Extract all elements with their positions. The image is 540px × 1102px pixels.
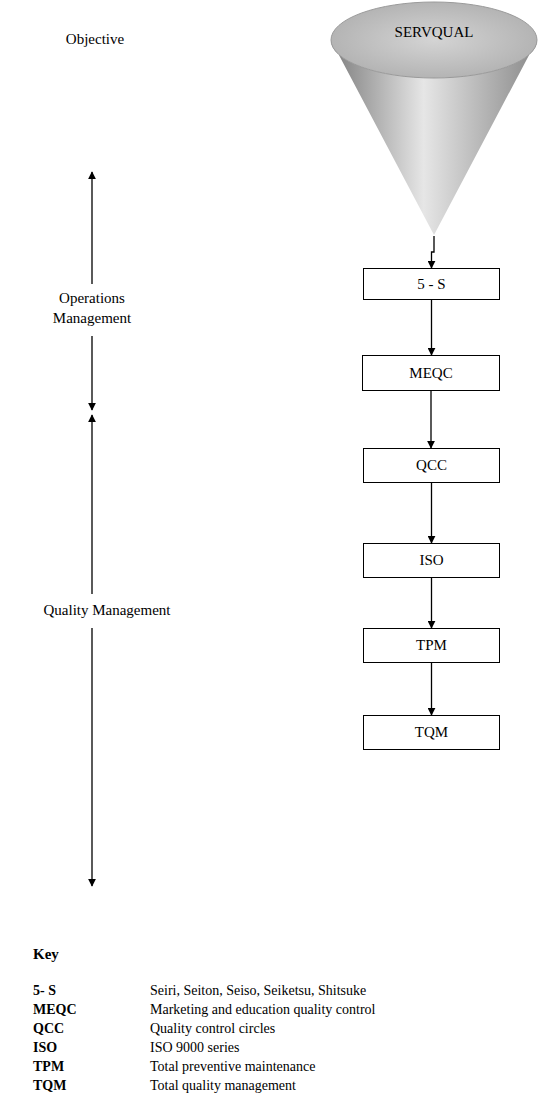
key-description: Marketing and education quality control bbox=[150, 1001, 530, 1019]
process-box: TPM bbox=[363, 628, 500, 663]
axis-label: Objective bbox=[40, 30, 150, 48]
flow-arrow bbox=[431, 300, 432, 355]
axis-label: Operations Management bbox=[32, 288, 152, 328]
process-box: QCC bbox=[363, 448, 500, 483]
key-abbreviation: ISO bbox=[33, 1039, 143, 1057]
range-arrow bbox=[91, 336, 92, 410]
key-abbreviation: 5- S bbox=[33, 982, 143, 1000]
axis-label: Quality Management bbox=[22, 601, 192, 619]
range-arrow bbox=[91, 172, 92, 284]
flow-arrow bbox=[431, 663, 432, 715]
process-box: 5 - S bbox=[363, 268, 500, 300]
key-description: Total preventive maintenance bbox=[150, 1058, 530, 1076]
key-description: Seiri, Seiton, Seiso, Seiketsu, Shitsuke bbox=[150, 982, 530, 1000]
process-box: TQM bbox=[363, 715, 500, 750]
key-abbreviation: MEQC bbox=[33, 1001, 143, 1019]
flow-arrow bbox=[430, 391, 431, 448]
box-label: 5 - S bbox=[417, 276, 445, 293]
funnel-shape: SERVQUAL bbox=[330, 0, 538, 236]
key-description: ISO 9000 series bbox=[150, 1039, 530, 1057]
box-label: TQM bbox=[415, 724, 448, 741]
flow-arrow bbox=[431, 483, 432, 543]
box-label: MEQC bbox=[409, 365, 452, 382]
key-abbreviation: TPM bbox=[33, 1058, 143, 1076]
box-label: ISO bbox=[419, 552, 443, 569]
range-arrow bbox=[91, 415, 92, 594]
flow-arrow bbox=[431, 578, 432, 628]
process-box: ISO bbox=[363, 543, 500, 578]
process-box: MEQC bbox=[362, 355, 500, 391]
box-label: QCC bbox=[416, 457, 447, 474]
flow-arrow bbox=[432, 236, 435, 268]
range-arrow bbox=[91, 628, 92, 886]
node-title: SERVQUAL bbox=[330, 24, 538, 41]
funnel-top bbox=[331, 2, 537, 78]
key-description: Quality control circles bbox=[150, 1020, 530, 1038]
key-abbreviation: QCC bbox=[33, 1020, 143, 1038]
key-heading: Key bbox=[33, 945, 133, 963]
key-abbreviation: TQM bbox=[33, 1077, 143, 1095]
box-label: TPM bbox=[416, 637, 447, 654]
key-description: Total quality management bbox=[150, 1077, 530, 1095]
